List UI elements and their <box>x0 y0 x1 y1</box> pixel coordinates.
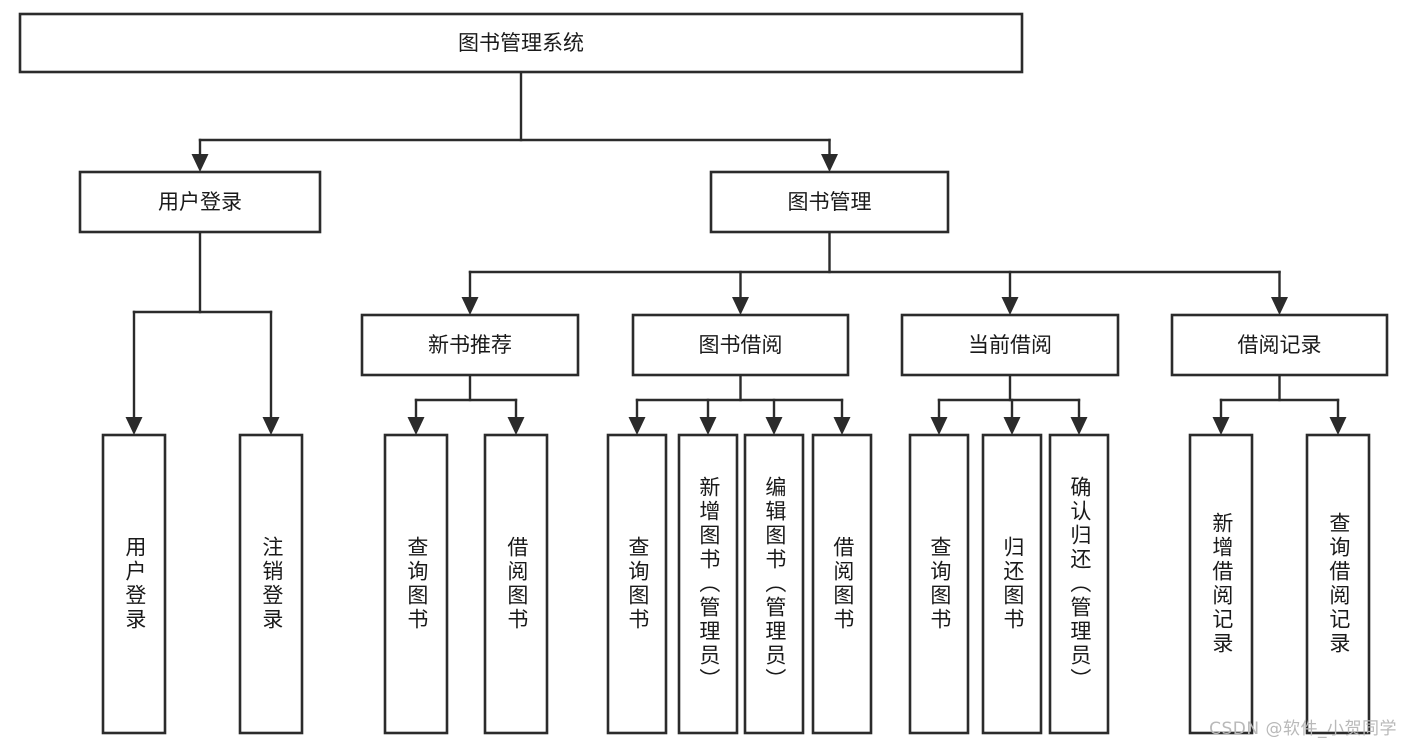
arrow-head-icon <box>1212 417 1230 435</box>
arrow-head-icon <box>507 417 525 435</box>
arrow-head-icon <box>833 417 851 435</box>
arrow-head-icon <box>699 417 717 435</box>
node-root-system[interactable] <box>18 12 1024 74</box>
arrow-head-icon <box>628 417 646 435</box>
node-leaf-6[interactable] <box>743 433 805 735</box>
node-level2-1[interactable] <box>709 170 950 234</box>
node-level2-0[interactable] <box>78 170 322 234</box>
arrow-head-icon <box>732 297 749 315</box>
node-leaf-1[interactable] <box>238 433 304 735</box>
arrow-head-icon <box>407 417 425 435</box>
node-level3-1[interactable] <box>631 313 850 377</box>
node-leaf-0[interactable] <box>101 433 167 735</box>
node-level3-2[interactable] <box>900 313 1120 377</box>
arrow-head-icon <box>1001 297 1019 315</box>
node-leaf-9[interactable] <box>981 433 1043 735</box>
node-level3-3[interactable] <box>1170 313 1389 377</box>
arrow-head-icon <box>1271 297 1288 315</box>
node-level3-1-label: 图书借阅 <box>699 333 783 357</box>
node-leaf-7[interactable] <box>811 433 873 735</box>
arrow-head-icon <box>262 417 280 435</box>
arrow-head-icon <box>1003 417 1021 435</box>
connector-lines <box>125 70 1347 435</box>
node-level3-2-label: 当前借阅 <box>968 333 1052 357</box>
node-level3-0-label: 新书推荐 <box>428 333 512 357</box>
arrow-head-icon <box>1070 417 1088 435</box>
arrow-head-icon <box>821 154 838 172</box>
node-leaf-3[interactable] <box>483 433 549 735</box>
node-leaf-5[interactable] <box>677 433 739 735</box>
node-leaf-4[interactable] <box>606 433 668 735</box>
node-root-system-label: 图书管理系统 <box>458 31 584 55</box>
node-leaf-10[interactable] <box>1048 433 1110 735</box>
node-leaf-8[interactable] <box>908 433 970 735</box>
arrow-head-icon <box>765 417 783 435</box>
arrow-head-icon <box>930 417 948 435</box>
node-level3-0[interactable] <box>360 313 580 377</box>
node-boxes <box>18 12 1389 735</box>
csdn-watermark: CSDN @软件_小贺同学 <box>1209 719 1397 739</box>
arrow-head-icon <box>191 154 209 172</box>
arrow-head-icon <box>1329 417 1347 435</box>
node-leaf-12[interactable] <box>1305 433 1371 735</box>
node-leaf-11[interactable] <box>1188 433 1254 735</box>
arrow-head-icon <box>125 417 143 435</box>
node-level2-1-label: 图书管理 <box>788 190 872 214</box>
node-level2-0-label: 用户登录 <box>158 190 242 214</box>
node-level3-3-label: 借阅记录 <box>1238 333 1322 357</box>
node-leaf-2[interactable] <box>383 433 449 735</box>
arrow-head-icon <box>461 297 479 315</box>
